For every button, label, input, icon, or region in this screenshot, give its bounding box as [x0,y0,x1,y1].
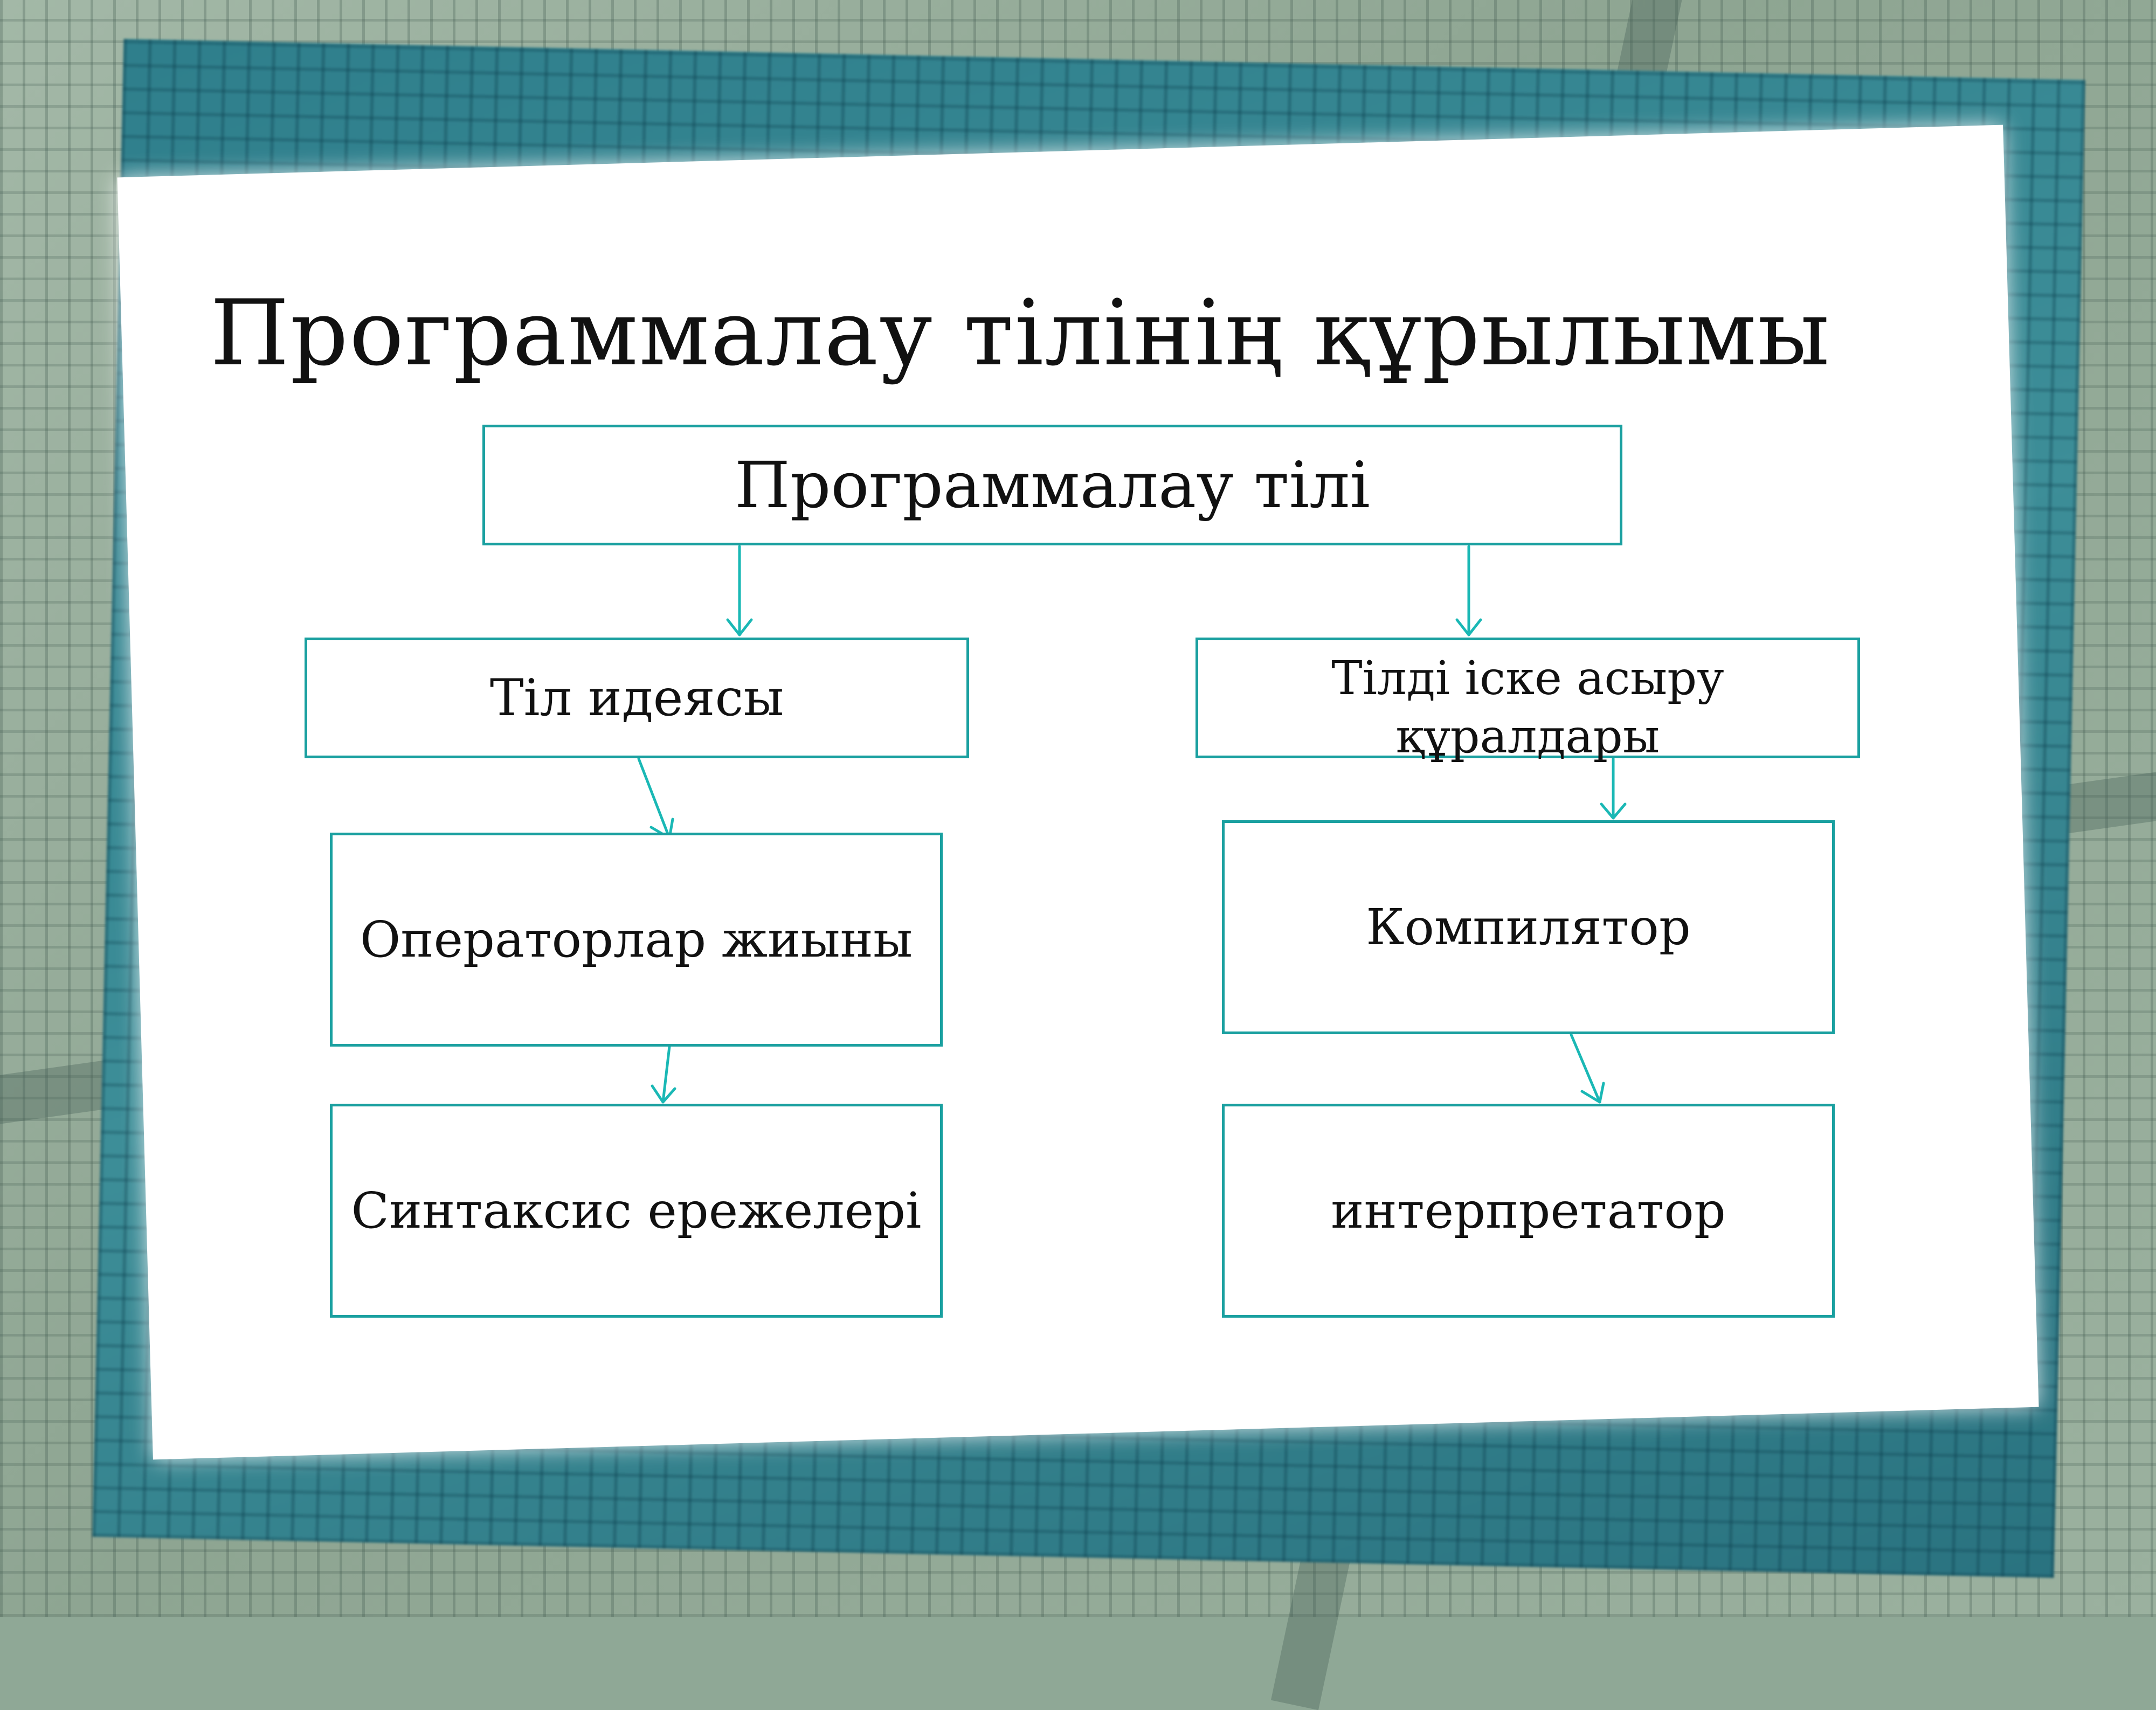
interpreter-node: интерпретатор [1222,1104,1835,1318]
root-node-label: Программалау тілі [734,448,1371,522]
syntax-node: Синтаксис ережелері [330,1104,943,1318]
syntax-label: Синтаксис ережелері [351,1182,922,1240]
slide-title: Программалау тілінің құрылымы [210,280,1831,386]
interpreter-label: интерпретатор [1331,1182,1726,1240]
right-branch-node: Тілді іске асыру құралдары [1196,638,1860,764]
arrow-right-to-compiler [1600,757,1627,820]
diagram-connectors [637,545,1627,1104]
root-node: Программалау тілі [482,425,1622,545]
left-branch-label: Тіл идеясы [489,668,784,728]
arrow-compiler-to-interpreter [1570,1033,1605,1104]
operators-label: Операторлар жиыны [360,911,913,968]
right-branch-label: Тілді іске асыру құралдары [1331,652,1724,764]
compiler-label: Компилятор [1366,898,1691,956]
arrow-operators-to-syntax [651,1045,676,1104]
compiler-node: Компилятор [1222,820,1835,1034]
left-branch-node: Тіл идеясы [305,638,969,758]
operators-node: Операторлар жиыны [330,833,943,1047]
arrow-root-to-right [1455,545,1482,636]
arrow-root-to-left [726,545,753,636]
arrow-left-to-operators [637,757,674,840]
